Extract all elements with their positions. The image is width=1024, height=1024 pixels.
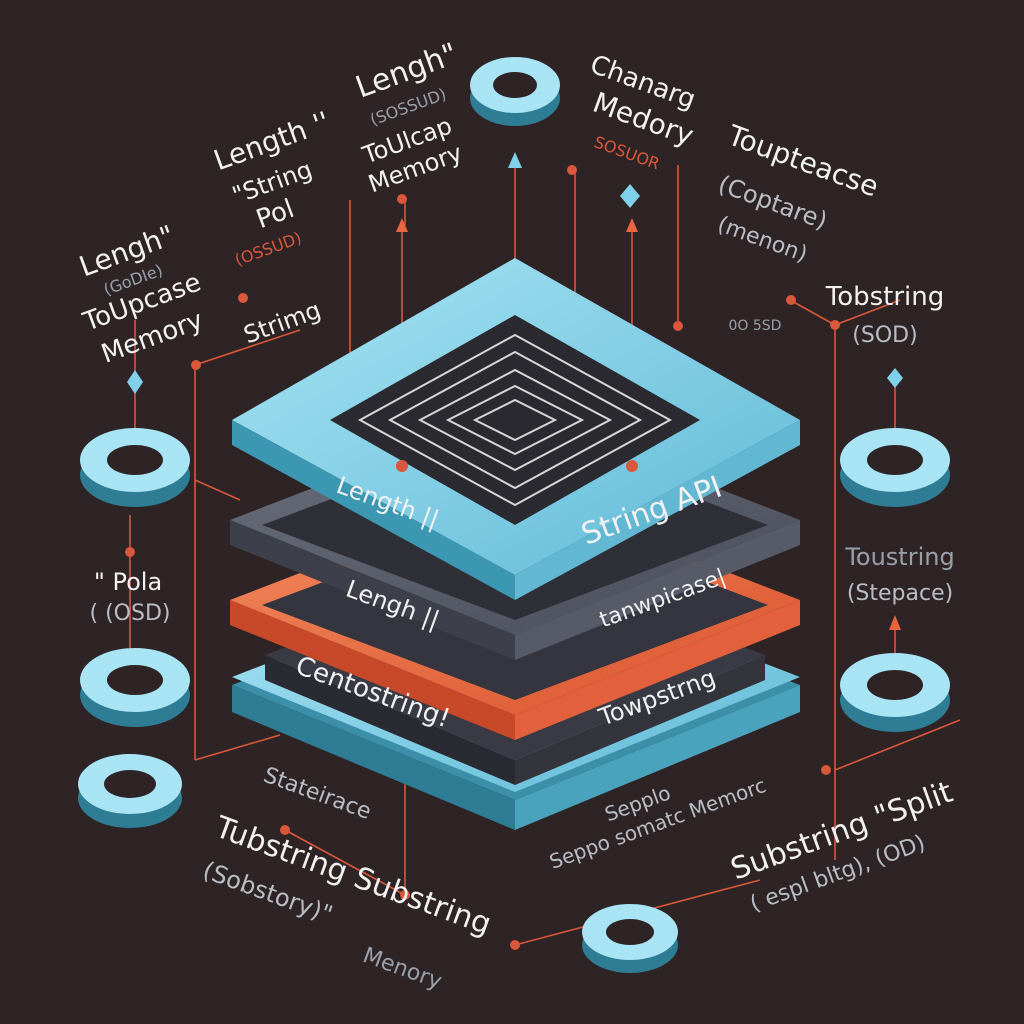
ring-disc-right-1	[840, 428, 950, 507]
arrow-heads	[396, 152, 901, 630]
stack-layer-top	[232, 258, 800, 600]
diamond-markers	[127, 184, 903, 394]
label-right-mid-a: Toustring	[844, 543, 954, 571]
label-right-a: Tobstring	[825, 282, 945, 312]
ring-disc-right-2	[840, 653, 950, 732]
ring-disc-left-1	[80, 428, 190, 507]
connector-dots	[125, 165, 840, 950]
ring-disc-top	[470, 57, 560, 126]
ring-disc-left-3	[78, 754, 182, 828]
label-right-b: (SOD)	[852, 323, 917, 348]
label-top-left-e: (OSSUD)	[232, 228, 304, 270]
label-right-c: 0O 5SD	[729, 318, 782, 334]
label-bottom-left-a: Stateirace	[260, 763, 374, 825]
label-bottom-left-d: Menory	[359, 943, 445, 995]
label-top-left-b: Length ''	[209, 105, 334, 177]
label-left-mid-b: ( (OSD)	[90, 601, 171, 626]
ring-disc-bottom	[582, 904, 678, 973]
ring-disc-left-2	[80, 648, 190, 727]
label-left-d: Strimg	[240, 296, 325, 350]
label-right-mid-b: (Stepace)	[847, 581, 953, 606]
label-left-mid-a: " Pola	[94, 568, 162, 596]
